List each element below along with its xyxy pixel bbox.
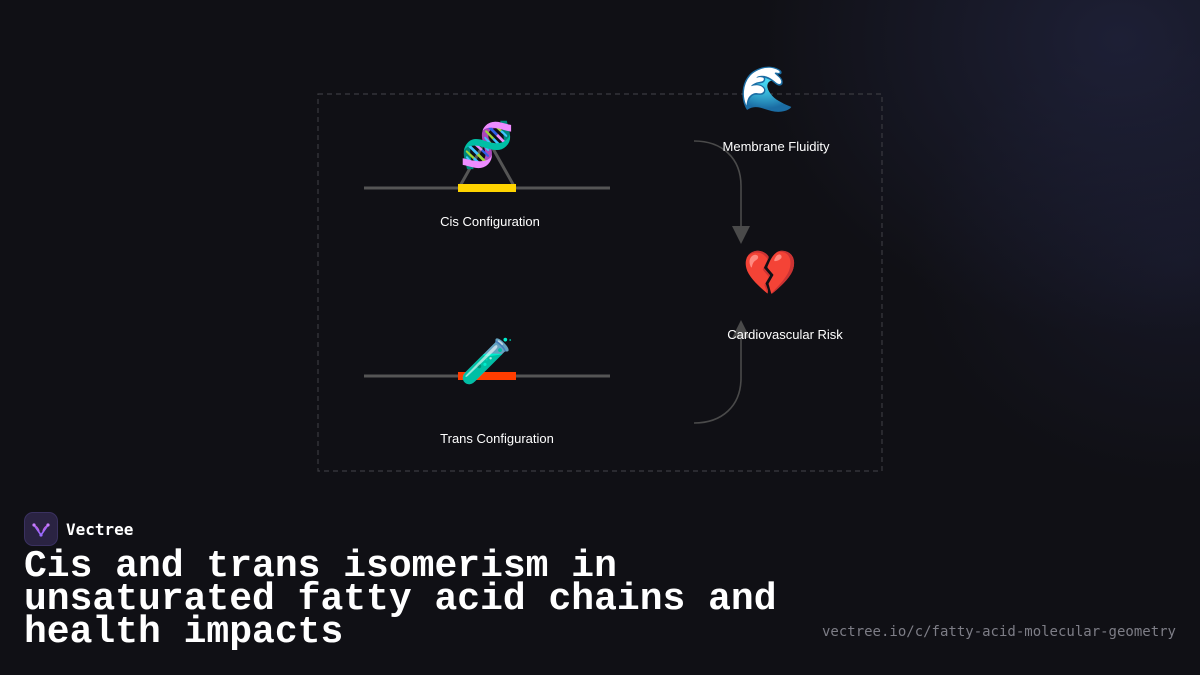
brand-name: Vectree [66,519,134,539]
broken-heart-icon: 💔 [742,248,798,299]
vectree-logo-icon [24,512,58,546]
trans-double-bond [458,372,516,380]
cis-configuration-label: Cis Configuration [440,214,540,229]
dna-icon: 🧬 [459,120,515,171]
source-url: vectree.io/c/fatty-acid-molecular-geomet… [821,624,1176,640]
cis-double-bond [458,184,516,192]
test-tube-icon: 🧪 [459,336,515,387]
cis-bend [458,134,516,187]
connector-trans-to-cardio [693,336,742,424]
brand: Vectree [24,512,133,546]
connector-cis-to-membrane [693,140,742,228]
trans-configuration-label: Trans Configuration [440,431,554,446]
diagram-frame [317,93,883,472]
arrowhead-trans-to-cardio [732,320,750,338]
page-title: Cis and trans isomerism in unsaturated f… [24,545,777,654]
cardiovascular-risk-label: Cardiovascular Risk [727,327,843,342]
membrane-fluidity-label: Membrane Fluidity [722,139,830,154]
wave-icon: 🌊 [739,64,795,115]
arrowhead-cis-to-membrane [732,226,750,244]
